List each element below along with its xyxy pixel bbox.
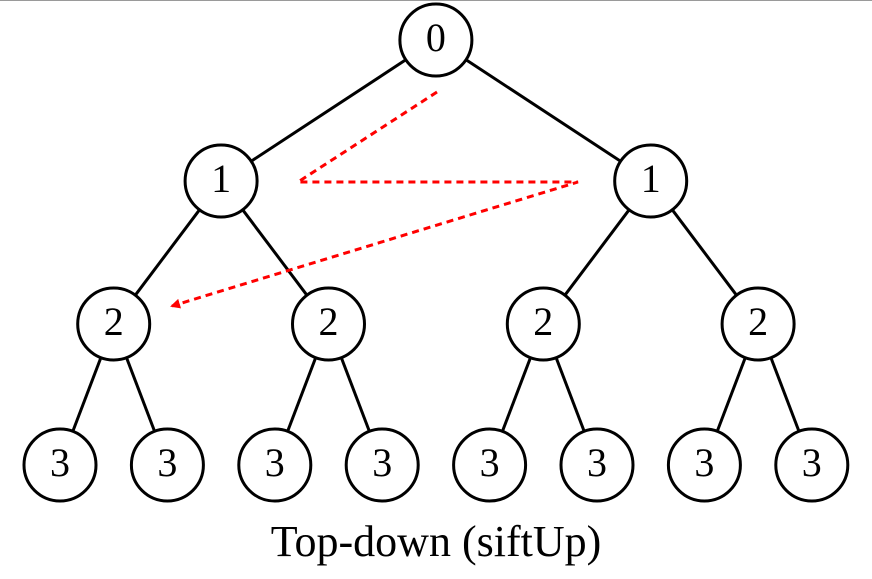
- node-circle: [237, 427, 313, 503]
- tree-node: 2: [76, 286, 152, 362]
- node-label: 2: [533, 299, 553, 344]
- tree-edge: [134, 208, 201, 297]
- node-label: 3: [265, 440, 285, 485]
- tree-node: 1: [183, 143, 259, 219]
- node-label: 3: [587, 440, 607, 485]
- tree-edge: [500, 357, 532, 432]
- tree-edge: [671, 208, 738, 297]
- node-circle: [505, 286, 581, 362]
- node-circle: [559, 427, 635, 503]
- node-circle: [613, 143, 689, 219]
- node-label: 2: [104, 299, 124, 344]
- tree-edge: [125, 357, 157, 432]
- node-label: 3: [802, 440, 822, 485]
- node-label: 3: [50, 440, 70, 485]
- top-border: [0, 0, 872, 1]
- node-circle: [666, 427, 742, 503]
- node-circle: [344, 427, 420, 503]
- tree-node: 3: [559, 427, 635, 503]
- node-label: 3: [372, 440, 392, 485]
- tree-node: 1: [613, 143, 689, 219]
- node-circle: [129, 427, 205, 503]
- tree-node: 3: [237, 427, 313, 503]
- node-label: 2: [748, 299, 768, 344]
- tree-node: 3: [344, 427, 420, 503]
- tree-node: 2: [505, 286, 581, 362]
- tree-node: 3: [774, 427, 850, 503]
- node-label: 3: [157, 440, 177, 485]
- tree-node: 2: [291, 286, 366, 362]
- tree-nodes: 0 1 1 2 2 2 2 3 3 3 3 3 3 3 3: [22, 2, 850, 503]
- node-label: 2: [319, 299, 339, 344]
- tree-edge: [250, 58, 407, 163]
- node-label: 1: [641, 156, 661, 201]
- node-circle: [291, 286, 366, 362]
- tree-edge: [554, 357, 586, 432]
- tree-node: 3: [452, 427, 528, 503]
- tree-edge: [715, 357, 747, 432]
- tree-edge: [769, 357, 801, 432]
- tree-edge: [241, 208, 309, 297]
- tree-node: 3: [666, 427, 742, 503]
- tree-edges: [71, 58, 801, 432]
- node-label: 1: [211, 156, 231, 201]
- tree-edge: [71, 357, 103, 432]
- diagram-caption: Top-down (siftUp): [270, 517, 602, 566]
- tree-node: 3: [129, 427, 205, 503]
- siftup-trace-path: [170, 90, 579, 309]
- node-circle: [774, 427, 850, 503]
- tree-edge: [339, 357, 371, 432]
- tree-edge: [465, 58, 622, 163]
- siftup-trace: [170, 90, 579, 309]
- tree-node: 2: [720, 286, 796, 362]
- tree-node: 0: [398, 2, 474, 78]
- node-label: 0: [426, 15, 446, 60]
- node-circle: [720, 286, 796, 362]
- node-circle: [22, 427, 98, 503]
- node-label: 3: [694, 440, 714, 485]
- node-label: 3: [480, 440, 500, 485]
- tree-edge: [563, 208, 631, 297]
- tree-node: 3: [22, 427, 98, 503]
- node-circle: [398, 2, 474, 78]
- tree-edge: [286, 357, 318, 432]
- node-circle: [183, 143, 259, 219]
- node-circle: [452, 427, 528, 503]
- node-circle: [76, 286, 152, 362]
